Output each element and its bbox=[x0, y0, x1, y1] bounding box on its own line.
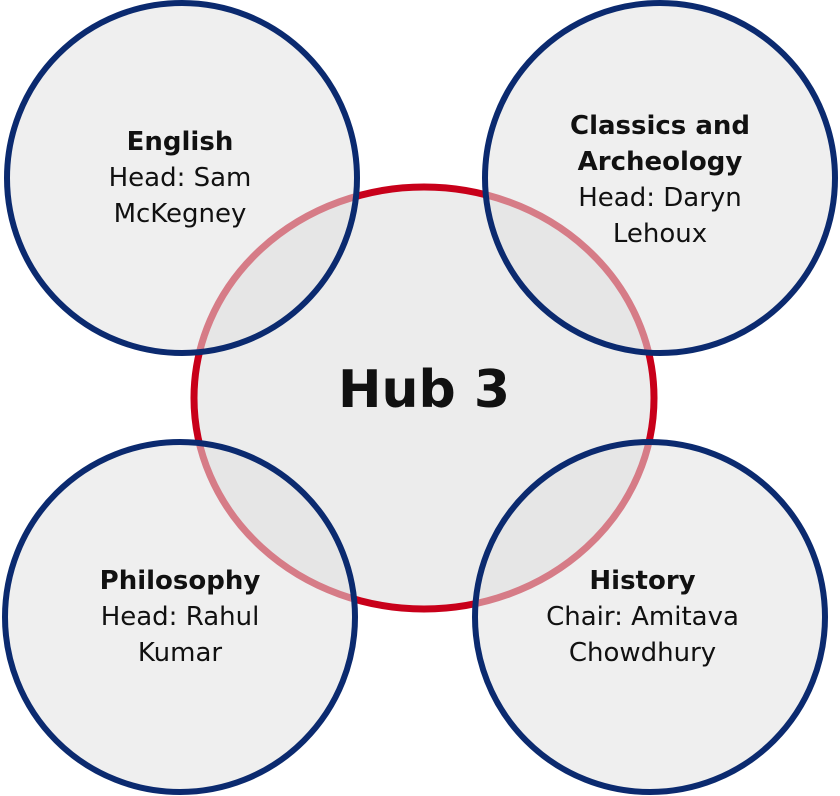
unit-name: English bbox=[126, 127, 234, 157]
unit-person: Lehoux bbox=[612, 219, 708, 249]
philosophy-circle bbox=[2, 439, 358, 795]
unit-name-line2: Archeology bbox=[577, 147, 743, 177]
philosophy-label: Philosophy Head: Rahul Kumar bbox=[70, 563, 290, 671]
unit-name: History bbox=[589, 566, 696, 596]
unit-person: Chowdhury bbox=[568, 638, 717, 668]
unit-role: Head: Daryn bbox=[578, 183, 742, 213]
unit-role: Chair: Amitava bbox=[546, 602, 739, 632]
unit-person: Kumar bbox=[137, 638, 223, 668]
classics-circle bbox=[482, 0, 838, 356]
unit-role: Head: Sam bbox=[108, 163, 252, 193]
history-circle bbox=[472, 439, 828, 795]
classics-label: Classics and Archeology Head: Daryn Leho… bbox=[540, 108, 780, 252]
english-circle bbox=[4, 0, 360, 356]
unit-name: Classics and bbox=[569, 111, 750, 141]
english-label: English Head: Sam McKegney bbox=[80, 124, 280, 232]
hub-title: Hub 3 bbox=[337, 360, 511, 420]
history-label: History Chair: Amitava Chowdhury bbox=[520, 563, 765, 671]
unit-person: McKegney bbox=[113, 199, 247, 229]
unit-name: Philosophy bbox=[99, 566, 261, 596]
unit-role: Head: Rahul bbox=[100, 602, 260, 632]
